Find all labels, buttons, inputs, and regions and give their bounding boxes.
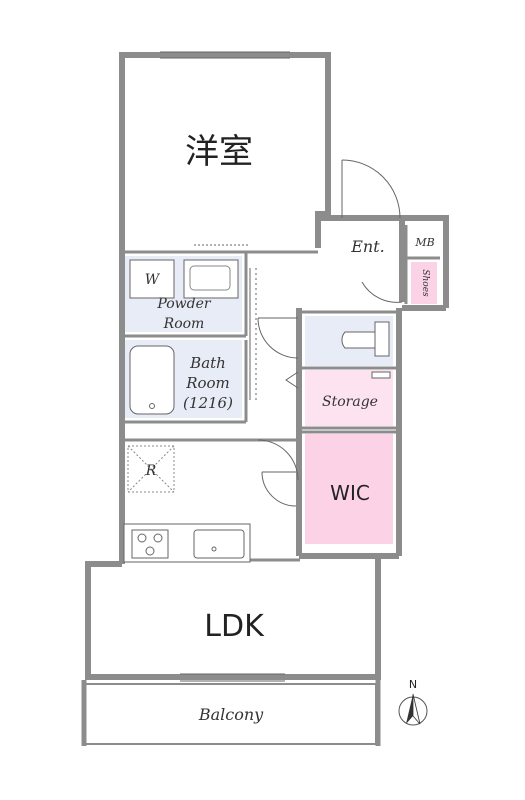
shoes-label: Shoes	[420, 269, 430, 297]
balcony-label: Balcony	[198, 705, 264, 724]
compass-north-label: N	[409, 678, 417, 691]
powder-room-label-2: Room	[163, 316, 205, 332]
bath-room-label-2: Room	[185, 374, 230, 392]
storage-shelf-mark	[371, 371, 391, 379]
stove	[131, 529, 169, 559]
windows	[160, 51, 290, 682]
storage-label: Storage	[322, 394, 378, 410]
ldk-label: LDK	[204, 609, 265, 644]
wic-floor	[305, 434, 393, 544]
balcony-side-walls	[81, 680, 381, 746]
powder-room-label-1: Powder	[156, 296, 212, 312]
wic-label: WIC	[330, 481, 370, 505]
wash-basin-bowl	[189, 265, 231, 291]
refrigerator-label: R	[145, 463, 157, 479]
washer-label: W	[145, 272, 161, 288]
compass-icon: N	[398, 678, 428, 726]
shoes-floor	[411, 262, 437, 304]
doors	[249, 159, 403, 507]
western-room-label: 洋室	[185, 132, 253, 172]
bathtub-drain	[149, 403, 155, 409]
refrigerator-space	[127, 445, 175, 493]
meter-box-label: MB	[414, 236, 434, 249]
outer-walls	[85, 52, 449, 680]
toilet	[341, 331, 376, 349]
storage-floor	[305, 370, 393, 426]
inner-walls	[122, 225, 440, 562]
washer-box	[129, 259, 175, 299]
bath-room-label-1: Bath	[189, 354, 226, 372]
bath-room-size: (1216)	[183, 394, 233, 412]
kitchen-sink	[193, 529, 245, 559]
bathtub	[129, 345, 175, 415]
toilet-tank	[374, 321, 390, 357]
entrance-label: Ent.	[350, 237, 385, 256]
